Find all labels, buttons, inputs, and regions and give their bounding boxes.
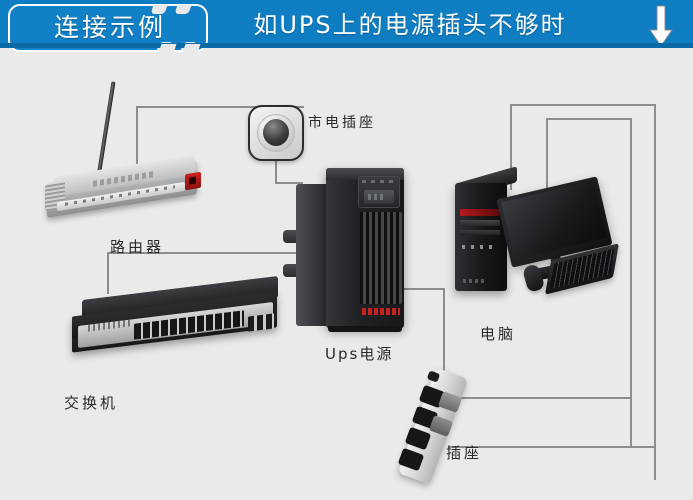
ups-icon xyxy=(283,168,406,333)
power-strip-icon xyxy=(397,367,488,488)
cable-bottom-outer xyxy=(448,446,656,448)
cable-router-to-ups xyxy=(136,106,304,108)
network-switch-icon xyxy=(72,275,287,362)
header-notch-1 xyxy=(158,44,177,53)
ups-label: Ups电源 xyxy=(325,345,394,363)
cable-socket-drop xyxy=(275,150,277,184)
router-label: 路由器 xyxy=(110,238,165,256)
ups-buttons xyxy=(362,180,396,183)
wall-socket-icon xyxy=(248,105,304,161)
router-power-port xyxy=(185,171,201,191)
cable-right-inner xyxy=(630,118,632,446)
section-badge-label: 连接示例 xyxy=(53,13,166,42)
cable-monitor-vertical xyxy=(546,118,548,190)
pc-drive-bay xyxy=(460,230,500,235)
cable-socket-to-ups xyxy=(275,182,303,184)
header-notch-2 xyxy=(182,44,201,53)
cable-top-outer xyxy=(510,104,656,106)
cable-switch-vertical xyxy=(107,252,109,294)
cable-top-inner xyxy=(546,118,632,120)
router-icon xyxy=(45,80,215,230)
pc-optical-drive xyxy=(460,220,500,226)
ups-outlet-2 xyxy=(283,264,298,277)
cable-pc-vertical-outer xyxy=(510,104,512,190)
cable-strip-vertical xyxy=(443,288,445,398)
switch-uplink-ports xyxy=(248,313,274,332)
ups-side-panel xyxy=(296,184,328,326)
ups-brand-mark xyxy=(362,308,400,315)
cable-router-vertical xyxy=(136,106,138,180)
page-title: 如UPS上的电源插头不够时 xyxy=(253,11,567,39)
ups-lcd-display xyxy=(364,190,394,204)
socket-opening xyxy=(263,119,289,146)
ups-outlet-1 xyxy=(283,230,298,243)
cable-ups-to-strip xyxy=(400,288,444,290)
pc-accent-stripe xyxy=(460,209,500,216)
computer-label: 电脑 xyxy=(480,325,517,343)
cable-switch-to-ups xyxy=(107,252,297,254)
desktop-computer-icon xyxy=(455,165,620,315)
monitor-screen xyxy=(501,181,607,259)
pc-front-ports xyxy=(462,245,492,249)
ups-vent-fins xyxy=(360,212,402,304)
power-strip-label: 插座 xyxy=(446,444,483,462)
ups-base xyxy=(328,326,402,332)
cable-bottom-inner xyxy=(452,397,632,399)
header-bar: 如UPS上的电源插头不够时 连接示例 xyxy=(0,0,693,52)
arrow-down-icon xyxy=(649,5,673,47)
wall-socket-label: 市电插座 xyxy=(308,115,376,131)
switch-label: 交换机 xyxy=(64,394,119,412)
pc-brand-mark xyxy=(463,279,487,283)
cable-right-outer xyxy=(654,104,656,480)
section-badge: 连接示例 xyxy=(8,4,208,52)
